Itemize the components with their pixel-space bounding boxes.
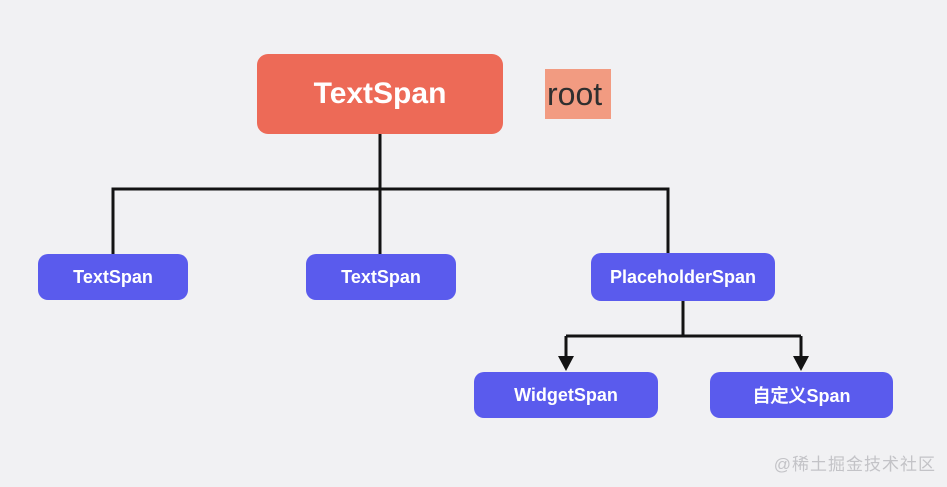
node-custom-span: 自定义Span (710, 372, 893, 418)
node-root-textspan: TextSpan (257, 54, 503, 134)
node-textspan-child-2: TextSpan (306, 254, 456, 300)
edge-level2-bus (564, 301, 803, 358)
arrowhead-widgetspan (558, 356, 574, 371)
root-annotation-label: root (545, 69, 611, 119)
node-widgetspan: WidgetSpan (474, 372, 658, 418)
arrowhead-customspan (793, 356, 809, 371)
node-textspan-child-1: TextSpan (38, 254, 188, 300)
edge-level1-bus (111, 187, 670, 255)
watermark: @稀土掘金技术社区 (773, 455, 936, 474)
node-placeholderspan: PlaceholderSpan (591, 253, 775, 301)
